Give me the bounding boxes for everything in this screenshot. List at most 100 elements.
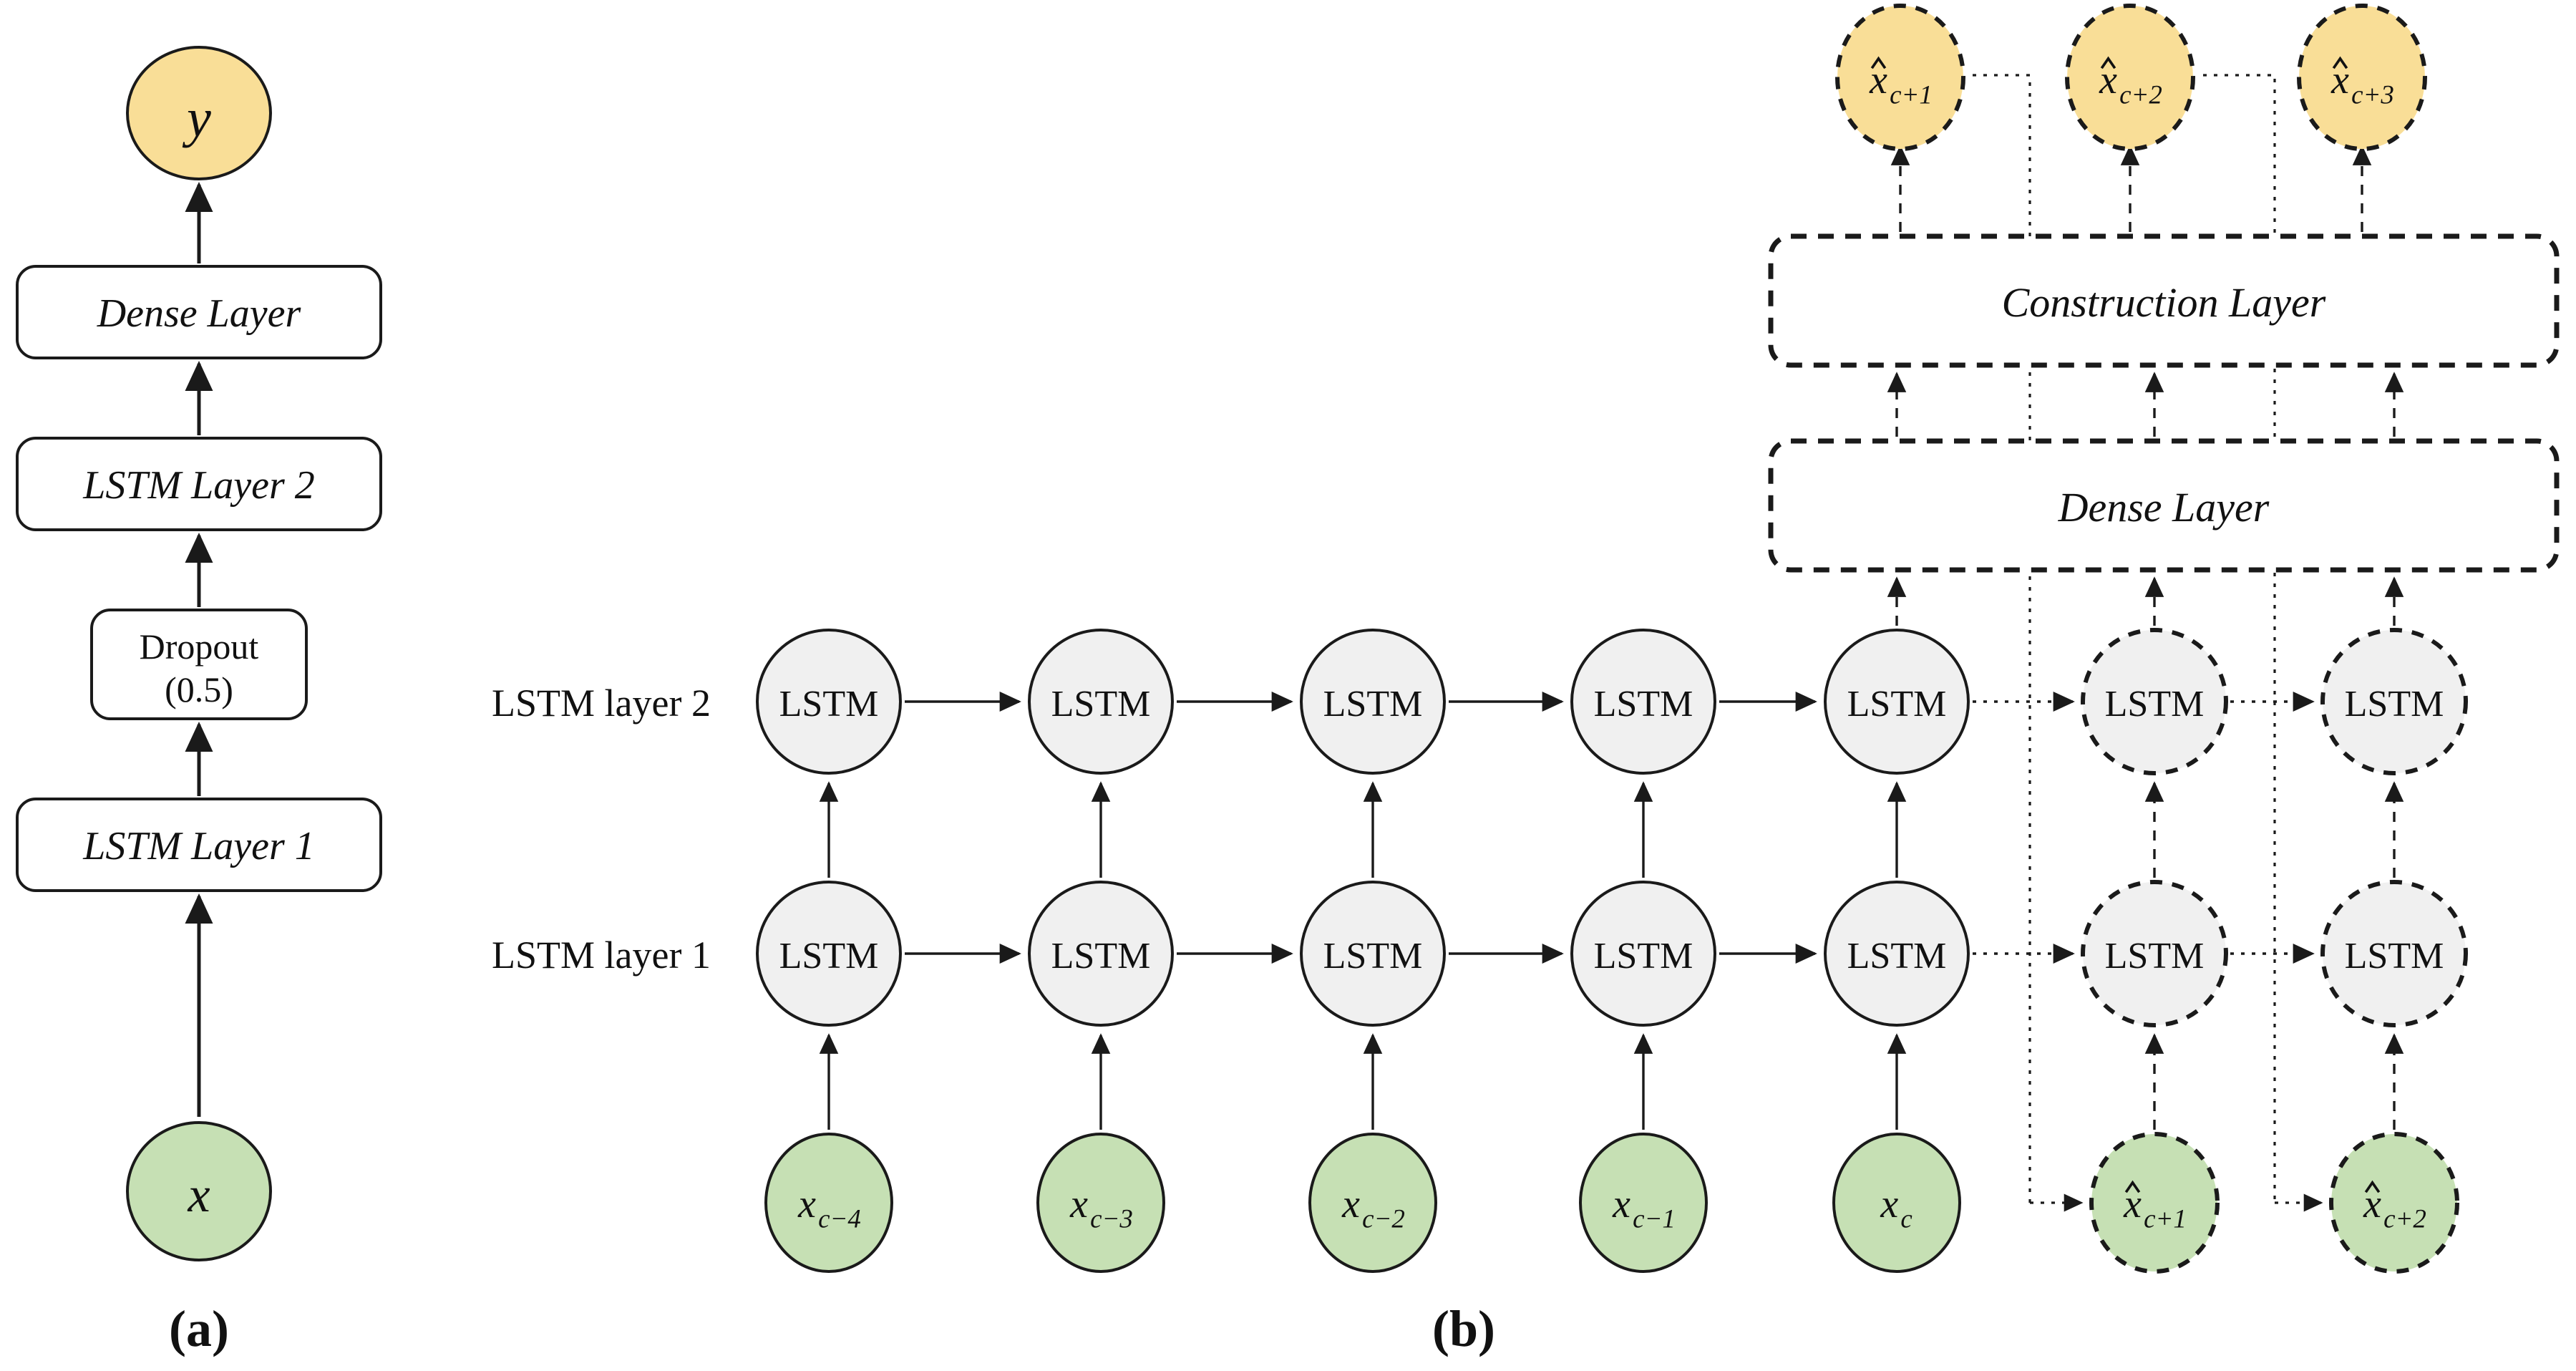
panel-b-output-node-1 <box>1835 4 1965 151</box>
panel-b-lstm-layer2-cell-label-7: LSTM <box>2345 684 2444 725</box>
panel-b-lstm-layer1-cell-1 <box>756 881 902 1027</box>
panel-b-input-node-label-5-base: x <box>1880 1182 1898 1226</box>
panel-b-lstm-layer1-cell-4 <box>1570 881 1716 1027</box>
panel-a-input-node-shape <box>126 1121 272 1261</box>
panel-b-input-node-label-7-sub: c+2 <box>2383 1204 2426 1234</box>
panel-b-lstm-layer2-cell-7 <box>2320 628 2468 775</box>
panel-b-lstm-layer1-cell-label-5: LSTM <box>1847 936 1947 977</box>
panel-a-lstm-layer-2-box <box>16 437 382 531</box>
panel-a-lstm-layer-1-label: LSTM Layer 1 <box>82 824 315 868</box>
panel-b-lstm-layer1-cell-3 <box>1300 881 1446 1027</box>
panel-b-output-node-label-1-sub: c+1 <box>1890 80 1933 110</box>
panel-b-input-node-1 <box>764 1133 893 1273</box>
panel-b-row-label-lstm-layer-1: LSTM layer 1 <box>492 934 711 977</box>
panel-b-feedback-rail-2 <box>2203 74 2276 1203</box>
panel-b-lstm-layer1-cell-6 <box>2081 880 2228 1027</box>
panel-b-lstm-layer2-cell-label-2: LSTM <box>1051 684 1151 725</box>
panel-b-input-node-7 <box>2329 1132 2459 1274</box>
panel-b-input-node-5 <box>1832 1133 1961 1273</box>
panel-b-lstm-layer1-cell-label-7: LSTM <box>2345 936 2444 977</box>
panel-b-output-node-3 <box>2297 4 2427 151</box>
edge-layer <box>185 74 2404 1212</box>
panel-b-lstm-layer1-cell-7 <box>2320 880 2468 1027</box>
panel-b-lstm-layer2-cell-3 <box>1300 629 1446 775</box>
panel-b-input-node-label-4-base: x <box>1612 1182 1630 1226</box>
panel-b-input-node-label-2-sub: c−3 <box>1090 1204 1133 1234</box>
panel-b-construction-layer-label: Construction Layer <box>2002 279 2326 326</box>
panel-b-lstm-layer2-cell-6 <box>2081 628 2228 775</box>
panel-b-output-node-2 <box>2065 4 2195 151</box>
panel-a-dense-layer-box <box>16 265 382 359</box>
panel-b-lstm-layer2-cell-label-1: LSTM <box>779 684 879 725</box>
panel-b-lstm-layer1-cell-label-1: LSTM <box>779 936 879 977</box>
panel-b-lstm-layer2-cell-2 <box>1028 629 1174 775</box>
panel-b-lstm-layer2-cell-label-3: LSTM <box>1323 684 1423 725</box>
panel-b-lstm-layer2-cell-5 <box>1824 629 1970 775</box>
panel-b-lstm-layer1-cell-2 <box>1028 881 1174 1027</box>
panel-b-input-node-label-7-hat <box>2364 1180 2381 1193</box>
panel-b-dense-layer-box <box>1768 438 2560 573</box>
panel-b-construction-layer-box <box>1768 233 2560 368</box>
panel-a-dropout-label-line1: Dropout <box>140 626 259 667</box>
panel-b-input-node-6 <box>2089 1132 2220 1274</box>
panel-b-lstm-layer1-cell-label-2: LSTM <box>1051 936 1151 977</box>
panel-a-output-node-label: y <box>182 88 211 148</box>
panel-b-input-node-label-3-base: x <box>1341 1182 1360 1226</box>
panel-b-input-node-label-4-sub: c−1 <box>1633 1204 1676 1234</box>
panel-b-caption-label: (b) <box>1432 1300 1495 1357</box>
panel-b-output-node-label-2-hat <box>2100 56 2116 69</box>
panel-a-dropout-label-line2: (0.5) <box>165 669 233 709</box>
panel-a-lstm-layer-2-label: LSTM Layer 2 <box>82 463 315 508</box>
panel-b-input-node-label-6-sub: c+1 <box>2144 1204 2187 1234</box>
panel-b-lstm-layer1-cell-label-3: LSTM <box>1323 936 1423 977</box>
panel-a-caption-label: (a) <box>169 1300 229 1357</box>
panel-b-input-node-2 <box>1036 1133 1165 1273</box>
panel-b-lstm-layer1-cell-label-6: LSTM <box>2105 936 2205 977</box>
panel-b-input-node-label-7-base: x <box>2363 1182 2381 1226</box>
panel-b-input-node-4 <box>1579 1133 1708 1273</box>
panel-b-output-node-label-1-hat <box>1870 56 1887 69</box>
panel-b-lstm-layer2-cell-label-4: LSTM <box>1594 684 1693 725</box>
panel-b-output-node-label-1-base: x <box>1869 58 1887 102</box>
panel-b-output-node-label-2-sub: c+2 <box>2119 80 2162 110</box>
panel-a-lstm-layer-1-box <box>16 798 382 892</box>
panel-b-row-label-lstm-layer-2: LSTM layer 2 <box>492 682 711 725</box>
panel-b-lstm-layer2-cell-label-6: LSTM <box>2105 684 2205 725</box>
panel-b-output-node-label-3-base: x <box>2330 58 2349 102</box>
panel-b-output-node-label-3-hat <box>2332 56 2348 69</box>
panel-a-dropout-box <box>90 609 308 720</box>
panel-a-output-node-shape <box>126 46 272 180</box>
panel-b-input-node-label-5-sub: c <box>1900 1204 1912 1234</box>
panel-b-feedback-rail-1 <box>1973 74 2031 1203</box>
panel-b-dense-layer-label: Dense Layer <box>2058 484 2270 531</box>
panel-b-input-node-label-1-base: x <box>797 1182 816 1226</box>
panel-b-input-node-3 <box>1308 1133 1437 1273</box>
panel-b-input-node-label-6-hat <box>2124 1180 2141 1193</box>
panel-b-input-node-label-3-sub: c−2 <box>1362 1204 1405 1234</box>
panel-b-lstm-layer2-cell-label-5: LSTM <box>1847 684 1947 725</box>
panel-a-input-node-label: x <box>187 1168 210 1223</box>
panel-b-input-node-label-2-base: x <box>1069 1182 1088 1226</box>
panel-b-lstm-layer2-cell-1 <box>756 629 902 775</box>
panel-b-output-node-label-3-sub: c+3 <box>2351 80 2394 110</box>
panel-b-output-node-label-2-base: x <box>2099 58 2117 102</box>
panel-b-lstm-layer1-cell-5 <box>1824 881 1970 1027</box>
panel-b-input-node-label-1-sub: c−4 <box>818 1204 861 1234</box>
panel-a-dense-layer-label: Dense Layer <box>97 291 301 336</box>
shape-layer <box>16 4 2560 1274</box>
panel-b-input-node-label-6-base: x <box>2123 1182 2142 1226</box>
panel-b-lstm-layer1-cell-label-4: LSTM <box>1594 936 1693 977</box>
